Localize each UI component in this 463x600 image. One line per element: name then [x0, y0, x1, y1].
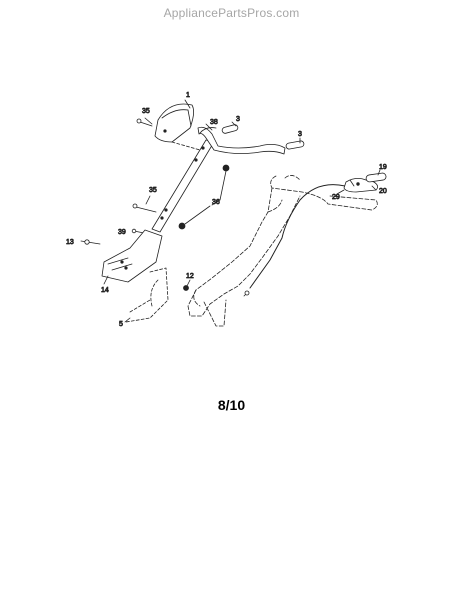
leader-line: [336, 189, 345, 195]
part-nut-36-upper: [222, 164, 230, 172]
leader-line: [145, 195, 151, 205]
callout-20: 20: [379, 188, 387, 195]
part-handle-tube: [151, 139, 215, 233]
leader-line: [231, 121, 237, 127]
callout-12: 12: [186, 273, 194, 280]
part-bolt-39: [131, 228, 145, 234]
leader-line: [184, 205, 211, 225]
callout-35-lower: 35: [149, 187, 157, 194]
callout-5: 5: [119, 321, 123, 328]
page-number: 8/10: [217, 397, 246, 413]
leader-line: [144, 117, 153, 125]
leader-line: [124, 317, 131, 323]
leader-line: [211, 170, 227, 206]
leader-line: [371, 185, 377, 191]
callout-14: 14: [101, 287, 109, 294]
callout-1: 1: [186, 92, 190, 99]
callout-3-left: 3: [236, 116, 240, 123]
part-bracket-14: [101, 229, 163, 283]
part-nut-36-lower: [178, 222, 186, 230]
part-grip-38: [199, 123, 217, 134]
part-frame-dashed-right: [187, 175, 378, 327]
part-grip-3a: [221, 124, 239, 134]
part-control-cable: [243, 184, 346, 297]
watermark-text: AppliancePartsPros.com: [163, 6, 300, 20]
assembly-line: [171, 141, 201, 151]
part-bolt-13: [80, 239, 101, 245]
part-bolt-lower: [132, 203, 157, 213]
callout-35-upper: 35: [142, 108, 150, 115]
part-grip-3b: [285, 140, 305, 150]
callout-29: 29: [332, 194, 340, 201]
leader-line: [184, 99, 191, 109]
part-cover-shield: [154, 103, 194, 143]
leader-line: [377, 169, 381, 176]
part-nut-12: [183, 285, 189, 291]
callout-19: 19: [379, 164, 387, 171]
part-grip-19: [365, 172, 387, 183]
part-handlebar: [197, 126, 286, 155]
callout-38: 38: [210, 119, 218, 126]
leader-line: [103, 275, 109, 285]
leader-line: [186, 279, 191, 287]
callout-13: 13: [66, 239, 74, 246]
part-frame-dashed-left: [125, 267, 169, 323]
callout-3-right: 3: [298, 131, 302, 138]
callout-39: 39: [118, 229, 126, 236]
part-bolt-upper: [136, 118, 153, 127]
callout-36: 36: [212, 199, 220, 206]
